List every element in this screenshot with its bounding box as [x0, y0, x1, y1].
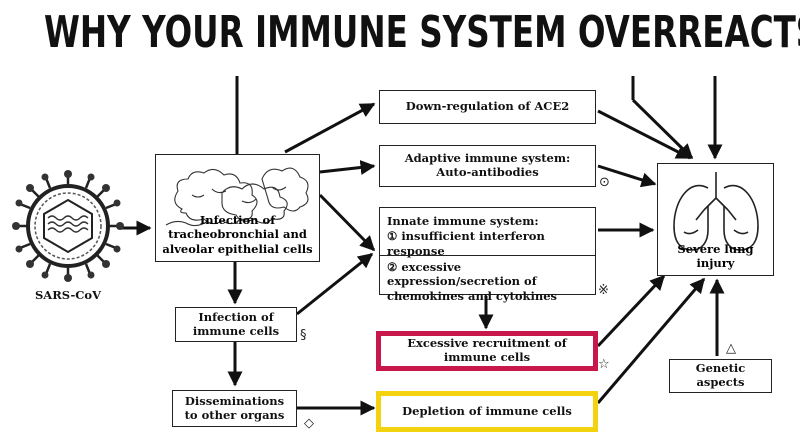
recruitment-mark: ☆ — [598, 357, 610, 372]
severe-lung-box: Severe lung injury — [657, 163, 774, 276]
depletion-label: Depletion of immune cells — [402, 403, 572, 418]
innate-item-1: ① insufficient interferon response — [387, 228, 545, 258]
disseminations-box: Disseminations to other organs — [172, 390, 297, 427]
severe-lung-label: Severe lung injury — [677, 242, 754, 270]
innate-title: Innate immune system: — [387, 214, 539, 228]
disseminations-label: Disseminations to other organs — [184, 393, 285, 422]
virus-label: SARS-CoV — [34, 288, 102, 302]
adaptive-mark: ⊙ — [599, 175, 610, 190]
innate-item-2: ② excessive expression/secretion of chem… — [387, 260, 558, 303]
depletion-box: Depletion of immune cells — [376, 391, 598, 432]
downregulation-label: Down-regulation of ACE2 — [405, 99, 570, 114]
infection-epithelial-label: Infection of tracheobronchial and alveol… — [162, 212, 313, 256]
genetic-mark: △ — [726, 341, 736, 356]
genetic-aspects-box: Genetic aspects — [669, 359, 772, 393]
excessive-recruitment-box: Excessive recruitment of immune cells — [376, 331, 598, 371]
innate-divider — [380, 255, 595, 256]
adaptive-immune-box: Adaptive immune system: Auto-antibodies — [379, 145, 596, 187]
downregulation-box: Down-regulation of ACE2 — [379, 90, 596, 124]
epithelial-cells-icon — [165, 167, 309, 227]
dissemination-mark: ◇ — [304, 416, 314, 431]
infection-immune-box: Infection of immune cells — [175, 307, 297, 342]
genetic-aspects-label: Genetic aspects — [695, 361, 746, 389]
infection-epithelial-box: Infection of tracheobronchial and alveol… — [155, 154, 320, 262]
infection-immune-label: Infection of immune cells — [192, 309, 280, 338]
innate-header: Innate immune system: ① insufficient int… — [387, 214, 591, 259]
immune-mark: § — [300, 328, 307, 343]
virus-icon — [12, 170, 124, 282]
innate-immune-box: Innate immune system: ① insufficient int… — [379, 207, 596, 303]
lungs-icon — [673, 172, 759, 251]
excessive-recruitment-label: Excessive recruitment of immune cells — [407, 336, 567, 364]
innate-mark: ※ — [598, 283, 609, 298]
adaptive-immune-label: Adaptive immune system: Auto-antibodies — [404, 151, 571, 179]
